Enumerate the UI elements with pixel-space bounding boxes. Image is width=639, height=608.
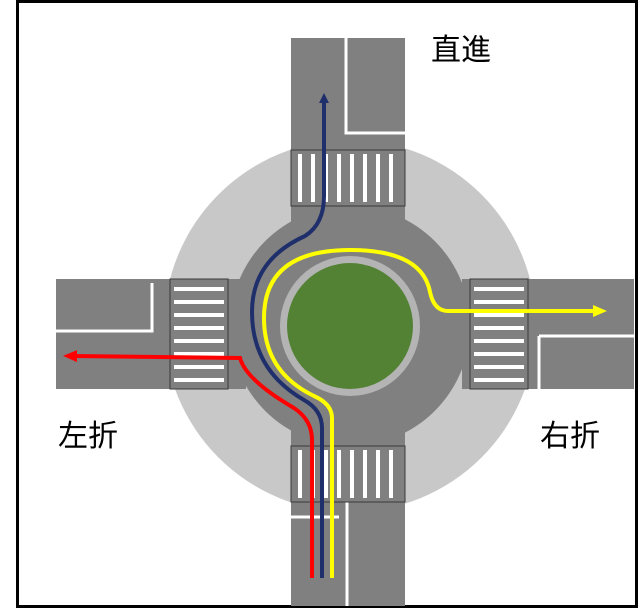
central-island-grass bbox=[287, 263, 413, 389]
crosswalk-east bbox=[469, 278, 529, 390]
left-turn-path bbox=[63, 350, 314, 578]
crosswalk-west bbox=[169, 278, 229, 390]
label-left-turn: 左折 bbox=[58, 419, 118, 454]
right-turn-path bbox=[261, 247, 607, 578]
straight-path bbox=[249, 93, 329, 578]
label-right-turn: 右折 bbox=[540, 419, 600, 454]
label-straight: 直進 bbox=[431, 33, 491, 68]
crosswalk-south bbox=[290, 445, 406, 503]
crosswalk-north bbox=[290, 149, 406, 207]
